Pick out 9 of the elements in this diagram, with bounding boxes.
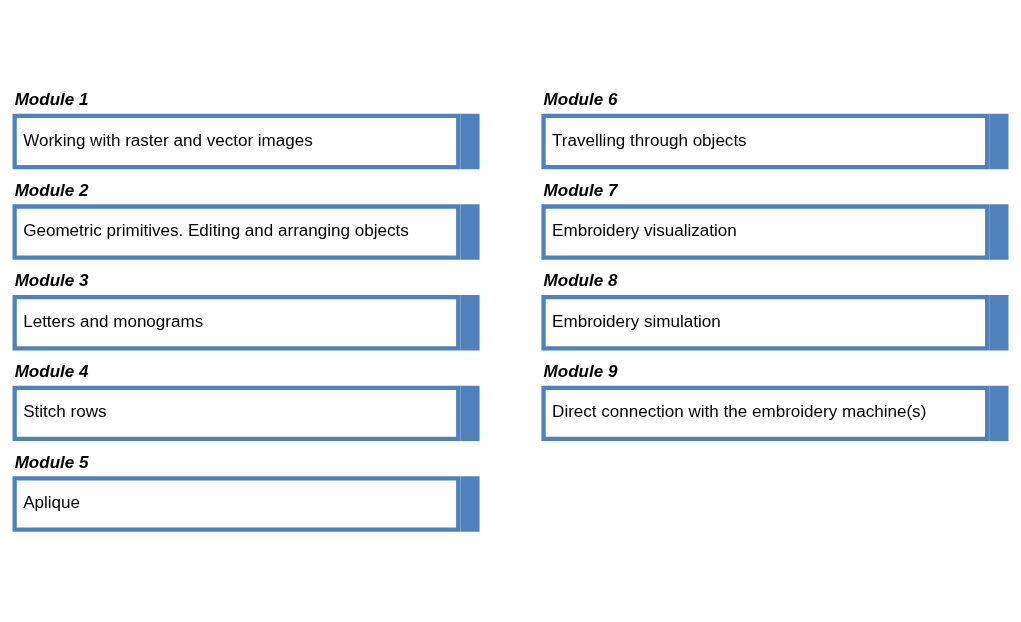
node-label: Module 7 (543, 180, 618, 200)
node-label: Module 8 (543, 271, 618, 291)
node-label: Module 1 (14, 89, 89, 109)
node-label: Module 3 (14, 271, 89, 291)
node-label: Module 5 (14, 452, 89, 472)
node-label: Module 2 (14, 180, 89, 200)
node-label: Module 6 (543, 89, 618, 109)
node-label: Module 9 (543, 361, 618, 381)
node-label: Module 4 (14, 361, 89, 381)
